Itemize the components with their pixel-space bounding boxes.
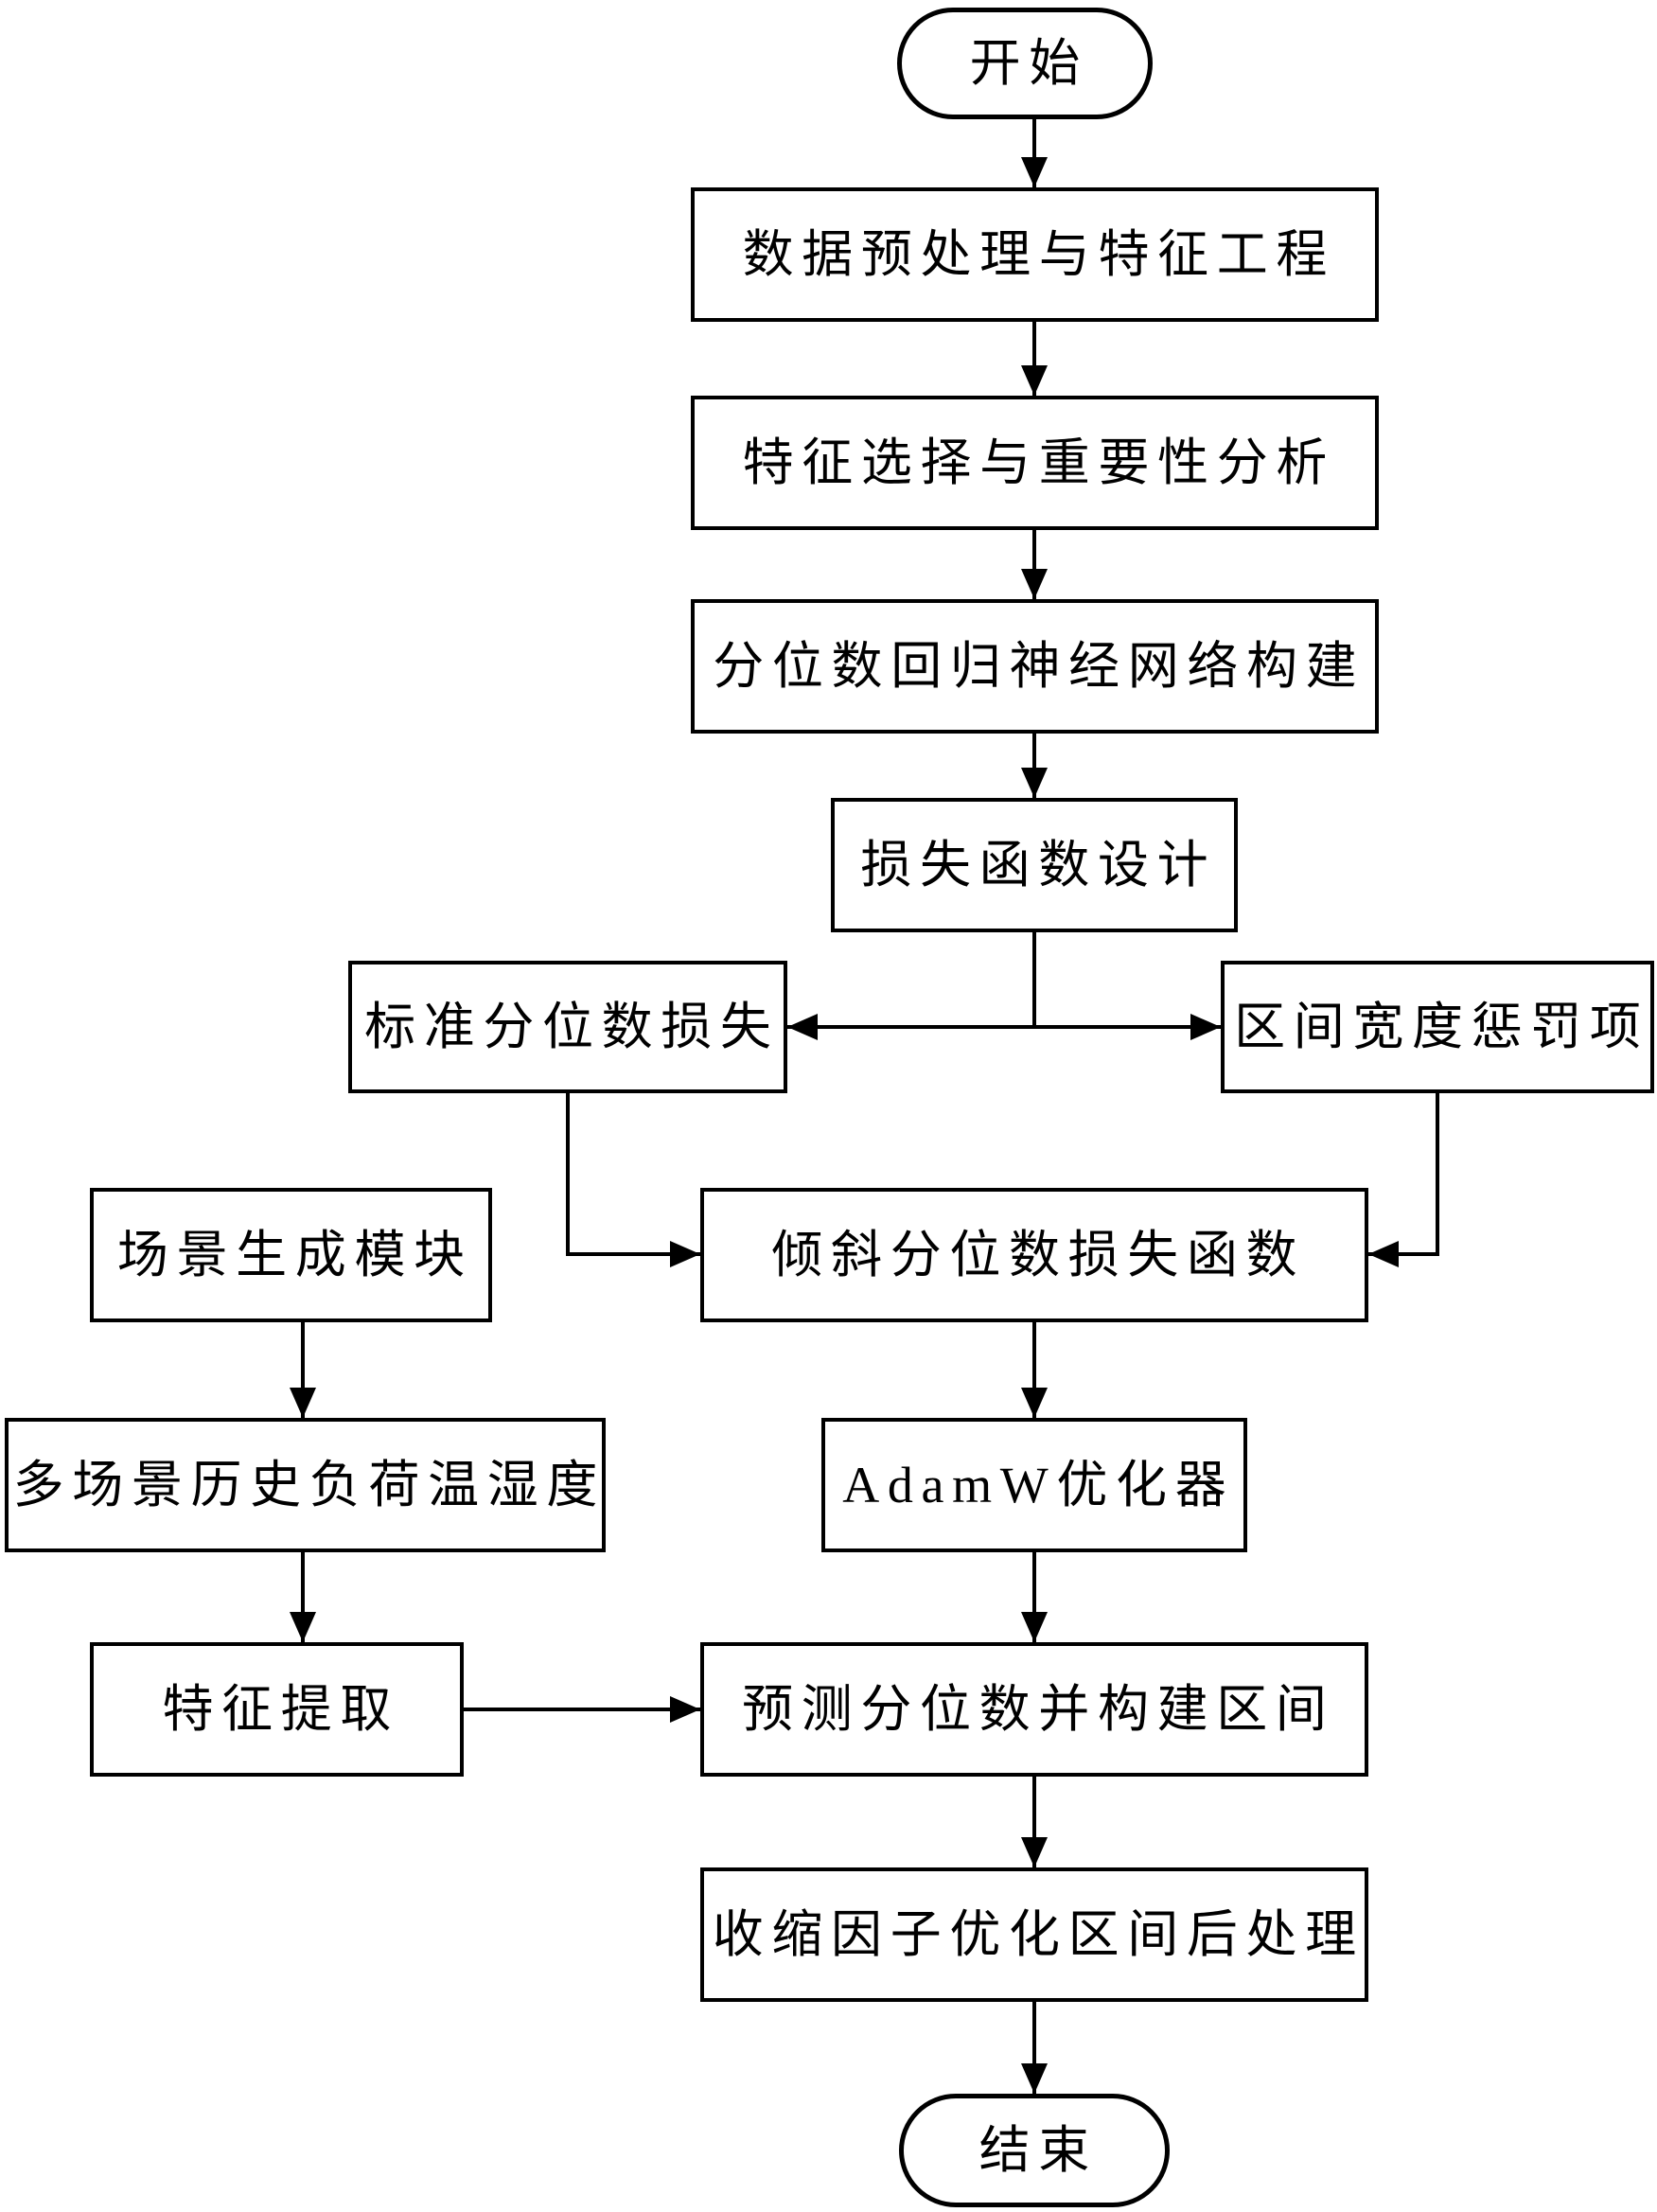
node-shrink-factor-postprocess-label: 收缩因子优化区间后处理 <box>712 1906 1365 1963</box>
node-feature-selection: 特征选择与重要性分析 <box>691 396 1379 530</box>
node-feature-extraction-label: 特征提取 <box>162 1681 400 1738</box>
node-predict-build-interval: 预测分位数并构建区间 <box>700 1642 1368 1777</box>
node-shrink-factor-postprocess: 收缩因子优化区间后处理 <box>700 1867 1368 2002</box>
node-feature-extraction: 特征提取 <box>90 1642 464 1777</box>
edge-width-penalty-to-skewed <box>1368 1093 1439 1267</box>
node-start: 开始 <box>897 8 1153 119</box>
node-interval-width-penalty-label: 区间宽度惩罚项 <box>1234 999 1649 1055</box>
node-multi-scene-data-label: 多场景历史负荷温湿度 <box>12 1457 607 1513</box>
node-adamw-optimizer-label: AdamW优化器 <box>842 1457 1235 1513</box>
node-end: 结束 <box>899 2094 1170 2207</box>
node-start-label: 开始 <box>969 35 1088 92</box>
node-loss-design: 损失函数设计 <box>831 798 1238 932</box>
node-adamw-optimizer: AdamW优化器 <box>821 1418 1247 1552</box>
node-qrnn-build: 分位数回归神经网络构建 <box>691 599 1379 734</box>
node-standard-quantile-loss: 标准分位数损失 <box>348 961 787 1093</box>
node-feature-selection-label: 特征选择与重要性分析 <box>742 434 1336 491</box>
edge-standard-quantile-to-skewed <box>566 1093 700 1267</box>
node-data-preprocessing: 数据预处理与特征工程 <box>691 187 1379 322</box>
node-qrnn-build-label: 分位数回归神经网络构建 <box>713 638 1366 695</box>
node-skewed-quantile-loss-label: 倾斜分位数损失函数 <box>771 1227 1306 1283</box>
node-data-preprocessing-label: 数据预处理与特征工程 <box>742 226 1336 283</box>
node-scene-generation: 场景生成模块 <box>90 1188 492 1322</box>
node-predict-build-interval-label: 预测分位数并构建区间 <box>742 1681 1335 1738</box>
node-loss-design-label: 损失函数设计 <box>860 837 1217 894</box>
node-scene-generation-label: 场景生成模块 <box>116 1227 473 1283</box>
node-multi-scene-data: 多场景历史负荷温湿度 <box>5 1418 606 1552</box>
node-standard-quantile-loss-label: 标准分位数损失 <box>364 999 780 1055</box>
node-interval-width-penalty: 区间宽度惩罚项 <box>1221 961 1654 1093</box>
node-skewed-quantile-loss: 倾斜分位数损失函数 <box>700 1188 1368 1322</box>
node-end-label: 结束 <box>978 2122 1098 2179</box>
